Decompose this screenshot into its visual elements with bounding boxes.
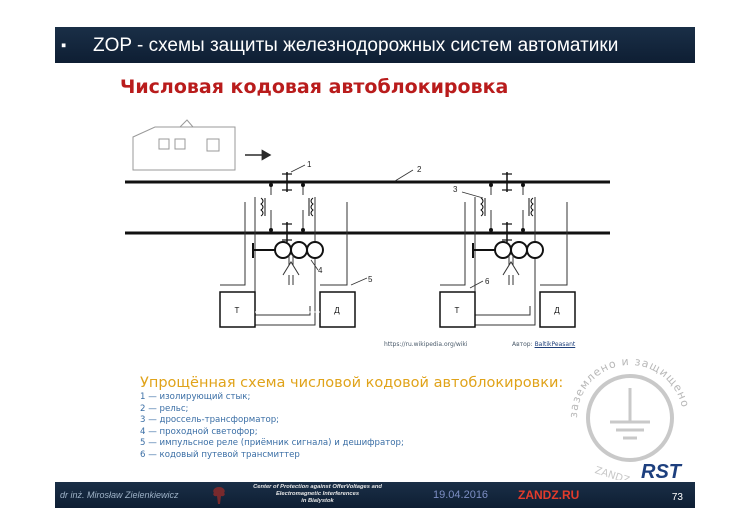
label-2: 2	[417, 165, 422, 174]
block-section-1	[219, 172, 356, 328]
slide-subtitle: Числовая кодовая автоблокировка	[120, 76, 509, 98]
header-bullet: ▪	[61, 37, 67, 54]
label-1: 1	[307, 160, 312, 169]
footer-date: 19.04.2016	[433, 489, 489, 501]
footer-center-line: Center of Protection against OfferVoltag…	[253, 484, 382, 490]
footer-center-line: in Bialystok	[301, 498, 334, 505]
box-d-1: Д	[334, 306, 340, 315]
page-number: 73	[671, 492, 683, 503]
lightning-logo-icon	[213, 487, 225, 504]
callout-lines	[290, 164, 484, 289]
legend-list: 1 — изолирующий стык; 2 — рельс; 3 — дро…	[140, 392, 404, 461]
ground-stamp-logo: заземлено и защищено ZANDZ RST	[567, 355, 691, 480]
legend-item: 2 — рельс;	[140, 403, 189, 414]
label-6: 6	[485, 277, 490, 286]
source-credit: https://ru.wikipedia.org/wiki	[384, 341, 468, 348]
header-bar: ▪ ZOP - схемы защиты железнодорожных сис…	[55, 27, 695, 63]
footer-bar: dr inż. Mirosław Zielenkiewicz Center of…	[55, 482, 695, 508]
box-t-1: Т	[235, 306, 240, 315]
footer-center-line: Electromagnetic Interferences	[275, 491, 360, 498]
legend-item: 3 — дроссель-трансформатор;	[140, 415, 280, 425]
author-credit: Автор: BaltikPeasant	[512, 341, 575, 348]
stamp-brand-left: ZANDZ	[593, 465, 631, 480]
legend-item: 4 — проходной светофор;	[140, 426, 258, 437]
legend-item: 5 — импульсное реле (приёмник сигнала) и…	[140, 438, 404, 448]
legend-caption: Упрощённая схема числовой кодовой автобл…	[140, 375, 564, 391]
locomotive	[132, 119, 236, 171]
legend-item: 1 — изолирующий стык;	[140, 392, 251, 402]
box-d-2: Д	[554, 306, 560, 315]
footer-site[interactable]: ZANDZ.RU	[518, 488, 580, 502]
label-5: 5	[368, 275, 373, 284]
slide-title: ZOP - схемы защиты железнодорожных систе…	[93, 35, 619, 56]
author-credit-prefix: Автор:	[512, 341, 533, 348]
label-4: 4	[318, 266, 323, 275]
author-credit-link[interactable]: BaltikPeasant	[534, 341, 576, 348]
footer-center-text: Center of Protection against OfferVoltag…	[230, 484, 405, 506]
label-3: 3	[453, 185, 458, 194]
block-section-2	[439, 172, 576, 328]
footer-author: dr inż. Mirosław Zielenkiewicz	[60, 490, 179, 500]
legend-item: 6 — кодовый путевой трансмиттер	[140, 449, 300, 460]
autoblock-diagram: 1 2 3 4 5 6 Т Д Т Д	[125, 119, 610, 328]
stamp-brand-right: RST	[641, 461, 683, 480]
box-t-2: Т	[455, 306, 460, 315]
